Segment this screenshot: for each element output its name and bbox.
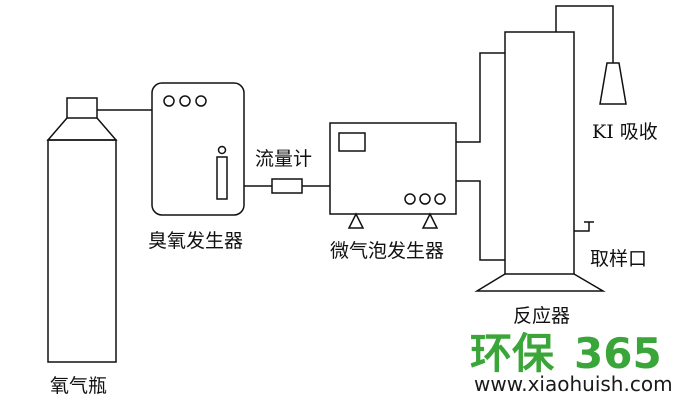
label-sampling-port: 取样口 — [590, 248, 647, 270]
ozone-indicator-bar — [216, 156, 228, 200]
label-ozone-generator: 臭氧发生器 — [148, 230, 243, 252]
ozone-indicator-dot — [217, 145, 227, 155]
microbubble-generator-box — [329, 122, 457, 215]
pipe-bubbler-to-reactor-bottom — [456, 180, 505, 261]
label-ki-absorption: KI 吸收 — [592, 121, 658, 143]
label-oxygen-cylinder: 氧气瓶 — [50, 375, 107, 397]
oxygen-cylinder — [46, 97, 118, 363]
microbubble-display — [338, 132, 366, 152]
pipe-bubbler-to-reactor-top — [456, 52, 505, 143]
cylinder-body — [47, 139, 117, 363]
reactor-base — [474, 273, 606, 292]
flowmeter — [271, 178, 303, 194]
microbubble-foot-right — [421, 212, 439, 229]
ozone-knob-2 — [179, 95, 191, 107]
ki-absorption-bottle — [599, 62, 627, 105]
ozone-generator — [151, 82, 245, 216]
watermark: 环保 365 www.xiaohuish.com — [470, 329, 673, 396]
ozone-knob-3 — [195, 95, 207, 107]
reactor-column — [504, 31, 575, 275]
label-microbubble-generator: 微气泡发生器 — [330, 240, 444, 262]
ozone-knob-1 — [163, 95, 175, 107]
sampling-port-tube — [574, 222, 590, 232]
microbubble-foot-left — [347, 212, 365, 229]
microbubble-knob-3 — [434, 193, 446, 205]
cylinder-valve — [66, 97, 98, 119]
microbubble-knob-1 — [404, 193, 416, 205]
microbubble-generator — [329, 122, 457, 229]
label-flowmeter: 流量计 — [255, 148, 312, 170]
label-reactor: 反应器 — [513, 305, 570, 327]
watermark-brand-number: 365 — [574, 329, 662, 378]
cylinder-neck — [46, 117, 118, 141]
watermark-url: www.xiaohuish.com — [474, 372, 673, 396]
ozone-generator-box — [151, 82, 245, 216]
microbubble-knob-2 — [419, 193, 431, 205]
pipe-reactor-to-ki — [555, 5, 614, 63]
watermark-brand-cn: 环保 — [470, 329, 555, 378]
reactor — [474, 31, 606, 292]
